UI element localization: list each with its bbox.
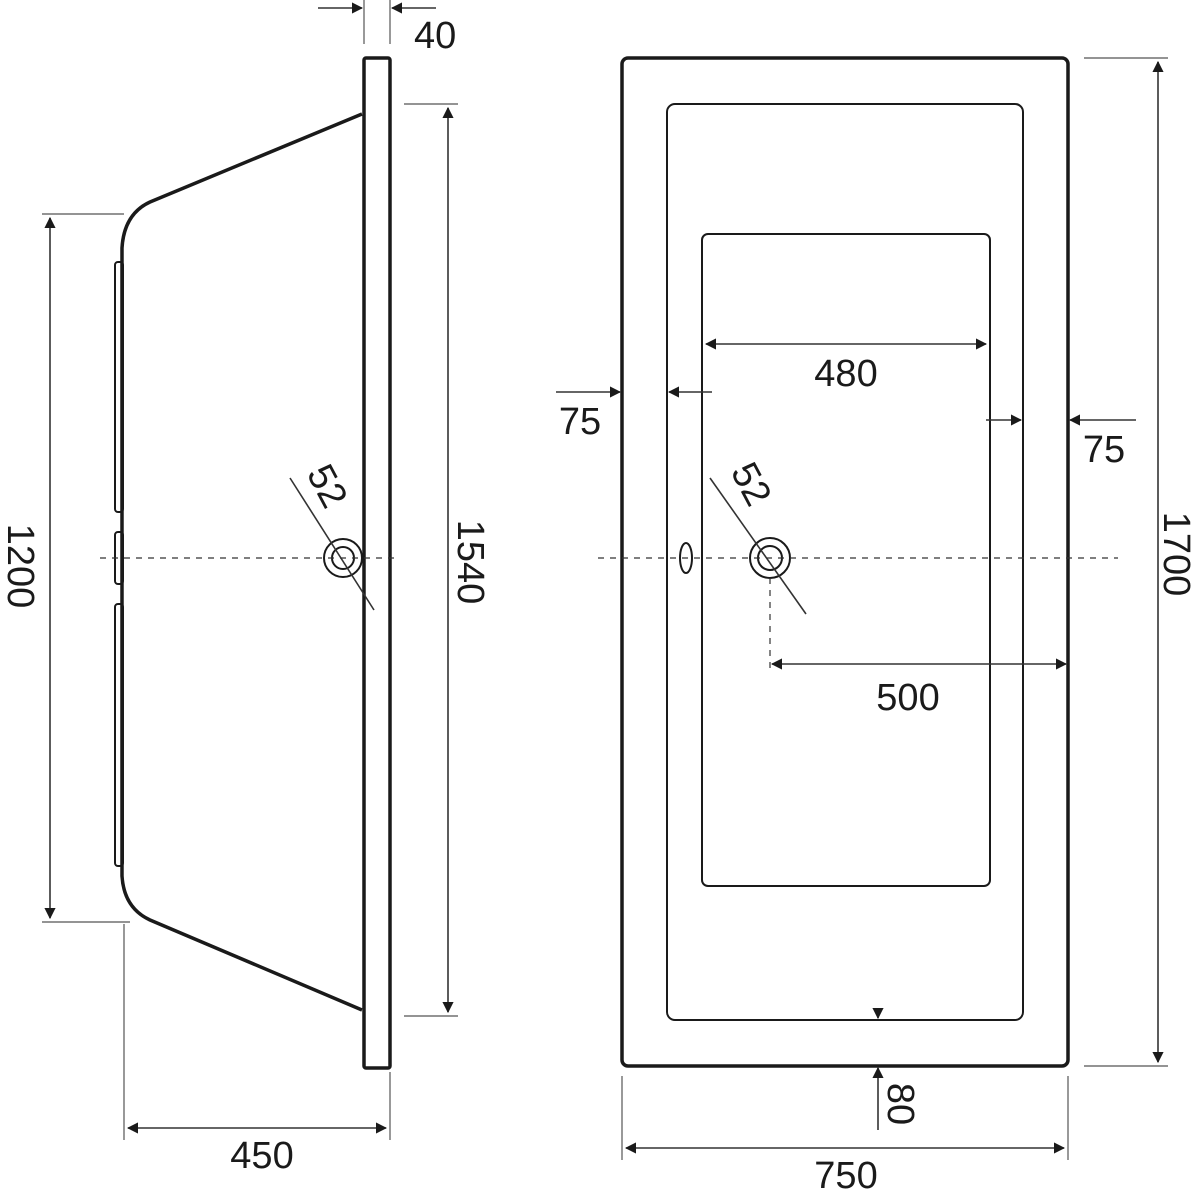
side-view: 40 1200 1540 450 52: [0, 0, 491, 1177]
dim-drain-offset: 500: [770, 658, 1068, 719]
dim-rim-right-label: 75: [1083, 429, 1125, 471]
dim-depth-label: 450: [230, 1135, 293, 1177]
top-outer-rim: [620, 56, 1070, 1068]
dim-outer-width: 750: [621, 1076, 1069, 1193]
dim-inner-length: 1540: [404, 103, 491, 1017]
dim-outer-length: 1700: [1084, 57, 1197, 1067]
dim-rim-thickness: 40: [318, 0, 456, 57]
dim-rim-thickness-label: 40: [414, 15, 456, 57]
dim-inner-length-label: 1540: [449, 520, 491, 605]
dim-rim-bottom-label: 80: [879, 1083, 921, 1125]
overflow-icon: [679, 542, 693, 574]
dim-floor-width: 480: [704, 338, 988, 395]
dim-bottom-length-label: 1200: [0, 524, 41, 609]
top-view: 1700 750 480 75 75 500: [556, 56, 1197, 1193]
dim-outer-length-label: 1700: [1155, 512, 1197, 597]
dim-depth: 450: [123, 924, 391, 1177]
dim-rim-left-label: 75: [559, 401, 601, 443]
side-support-feet: [114, 261, 124, 867]
dim-bottom-length: 1200: [0, 213, 130, 923]
dim-rim-bottom: 80: [872, 1007, 921, 1130]
dim-rim-left: 75: [556, 386, 712, 443]
top-basin-floor: [701, 233, 991, 887]
dim-rim-right: 75: [986, 414, 1136, 471]
dim-outer-width-label: 750: [814, 1155, 877, 1193]
top-inner-basin: [666, 103, 1024, 1021]
side-rim-plate: [362, 56, 392, 1070]
dim-floor-width-label: 480: [814, 353, 877, 395]
dim-drain-offset-label: 500: [876, 677, 939, 719]
side-basin-profile: [120, 112, 363, 1012]
